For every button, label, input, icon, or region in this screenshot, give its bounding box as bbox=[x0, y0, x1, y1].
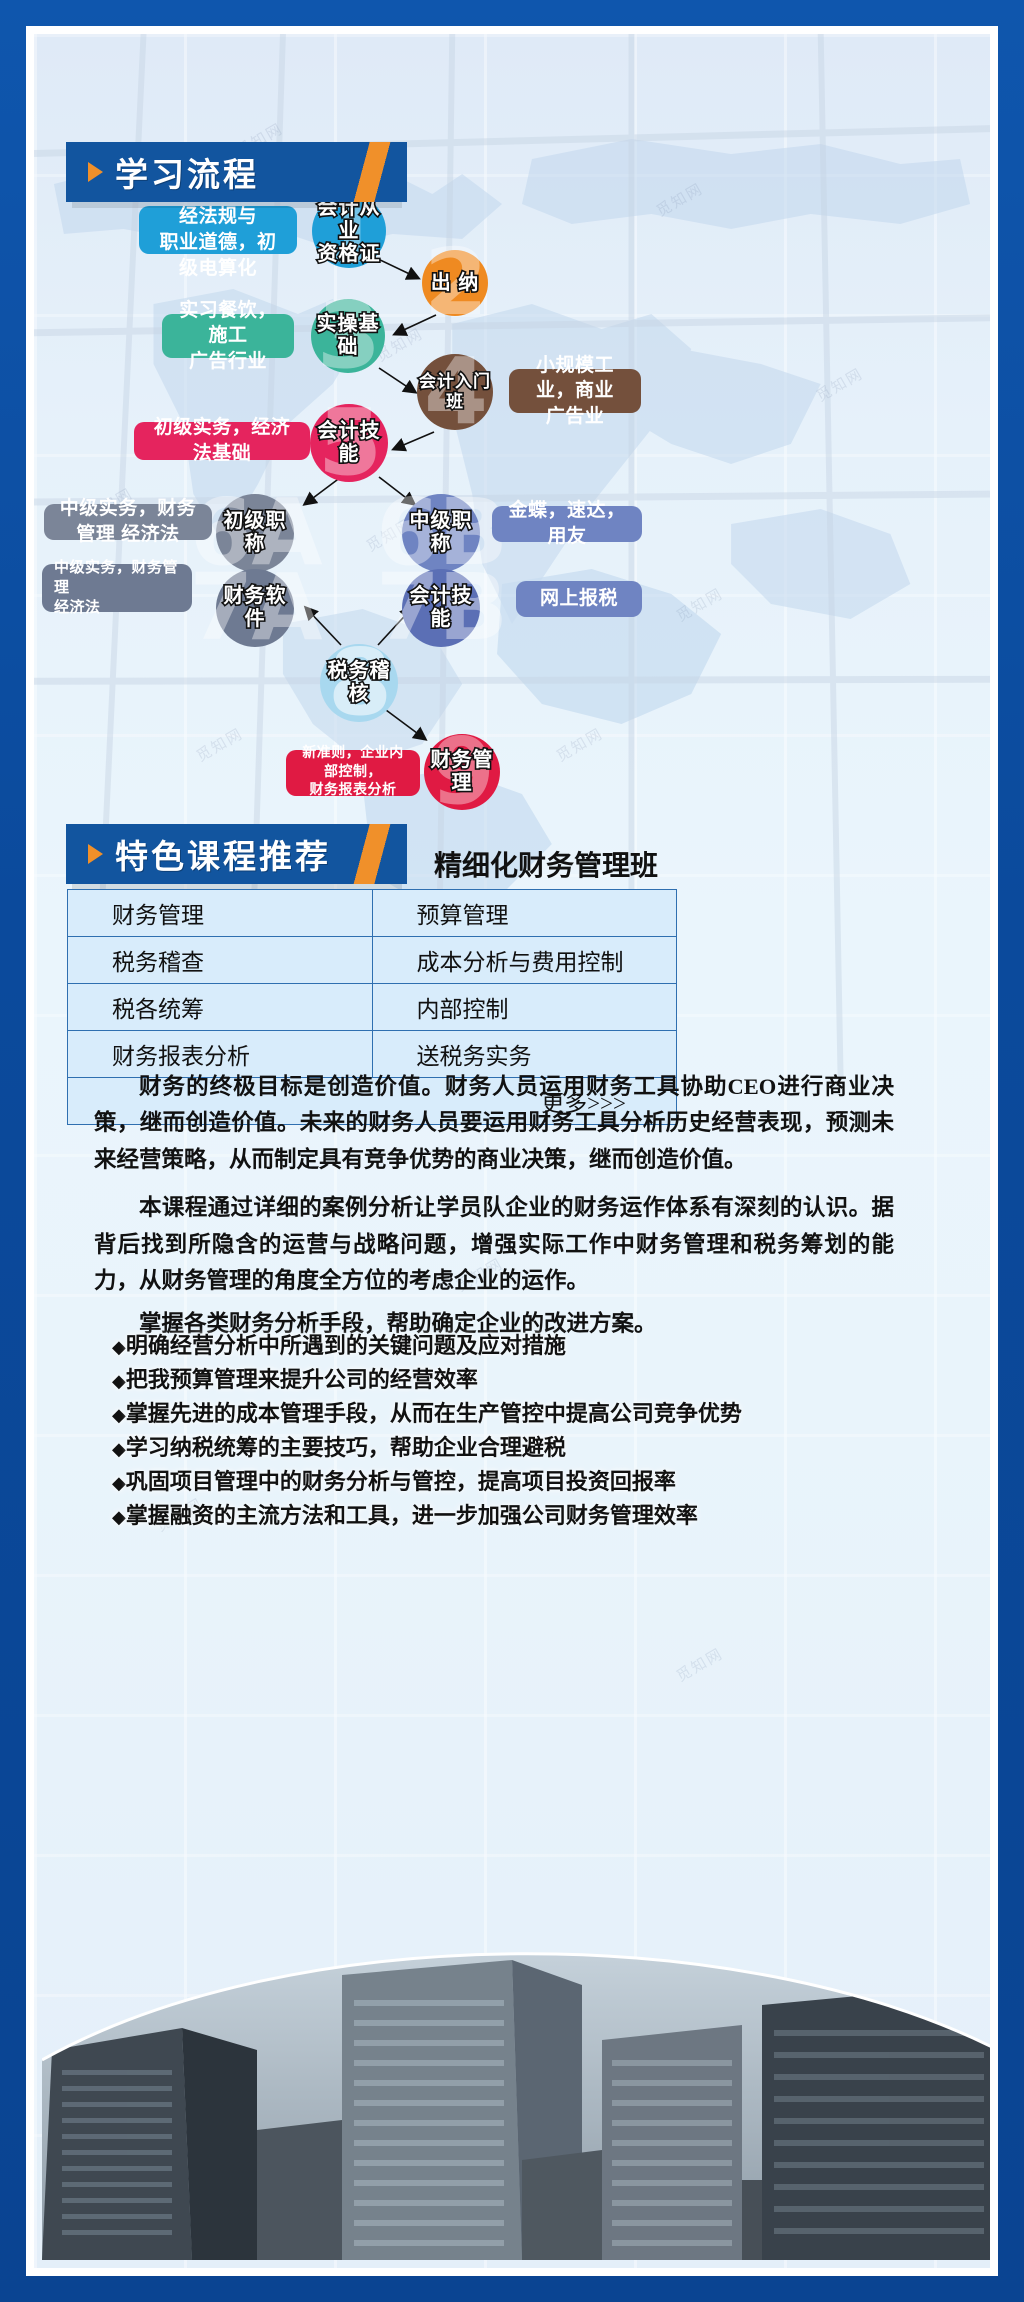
flow-node-number: 7B bbox=[375, 554, 508, 661]
list-item: ◆明确经营分析中所遇到的关键问题及应对措施 bbox=[112, 1329, 942, 1363]
flow-node-3[interactable]: 3 实操基础 bbox=[311, 282, 385, 389]
list-item-label: 掌握先进的成本管理手段，从而在生产管控中提高公司竞争优势 bbox=[125, 1401, 742, 1427]
body-paragraph: 本课程通过详细的案例分析让学员队企业的财务运作体系有深刻的认识。据背后找到所隐含… bbox=[94, 1195, 894, 1294]
play-triangle-icon bbox=[88, 162, 103, 182]
flow-tag-5: 初级实务，经济法基础 bbox=[134, 417, 310, 464]
list-item: ◆掌握融资的主流方法和工具，进一步加强公司财务管理效率 bbox=[112, 1499, 942, 1533]
section-title-text: 特色课程推荐 bbox=[115, 838, 331, 875]
section-header-study-flow: 学习流程 bbox=[66, 142, 407, 202]
table-cell: 财务管理 bbox=[67, 889, 373, 937]
city-skyline-photo bbox=[42, 1952, 990, 2260]
flow-tag-6b: 中级实务，财务管理经济法 bbox=[42, 560, 192, 616]
section-title-text: 学习流程 bbox=[115, 156, 259, 193]
ribbon-shadow bbox=[72, 884, 402, 890]
flow-node-label: 初级职称 bbox=[222, 508, 287, 556]
flow-tag-7a: 金蝶，速达，用友 bbox=[492, 500, 642, 547]
table-row: 财务报表分析 送税务实务 bbox=[67, 1030, 677, 1078]
flow-tag-4: 小规模工业，商业广告业 bbox=[509, 355, 641, 427]
table-row: 税各统筹 内部控制 bbox=[67, 983, 677, 1031]
flow-node-5[interactable]: 5 会计技能 bbox=[310, 389, 388, 496]
flow-tag-9: 新准则，企业内部控制，财务报表分析 bbox=[286, 746, 420, 798]
flow-node-label: 出 纳 bbox=[429, 270, 480, 295]
diamond-bullet-icon: ◆ bbox=[112, 1405, 126, 1426]
table-cell: 送税务实务 bbox=[371, 1030, 677, 1078]
diamond-bullet-icon: ◆ bbox=[112, 1371, 126, 1392]
section-header-featured-courses: 特色课程推荐 bbox=[66, 824, 407, 884]
poster-board-inner: 觅知网 觅知网 觅知网 觅知网 觅知网 觅知网 觅知网 觅知网 觅知网 觅知网 … bbox=[34, 34, 990, 2268]
table-cell: 预算管理 bbox=[371, 889, 677, 937]
flow-node-6b[interactable]: 7A 财务软件 bbox=[189, 554, 322, 661]
flow-tag-3: 实习餐饮，施工广告行业 bbox=[162, 300, 294, 372]
flow-node-7b[interactable]: 7B 会计技能 bbox=[375, 554, 508, 661]
flow-node-label: 实操基础 bbox=[315, 311, 380, 359]
flow-node-9[interactable]: 9 财务管理 bbox=[424, 718, 500, 825]
diamond-bullet-icon: ◆ bbox=[112, 1439, 126, 1460]
table-row: 税务稽查 成本分析与费用控制 bbox=[67, 936, 677, 984]
flow-node-label: 财务软件 bbox=[222, 583, 287, 631]
flow-node-number: 8 bbox=[327, 629, 392, 736]
flow-node-label: 中级职称 bbox=[408, 508, 473, 556]
list-item-label: 把我预算管理来提升公司的经营效率 bbox=[125, 1367, 478, 1393]
flow-node-4[interactable]: 4 会计入门班 bbox=[417, 338, 493, 445]
table-row: 财务管理 预算管理 bbox=[67, 889, 677, 937]
table-row-more: 更多>>> bbox=[67, 1077, 677, 1125]
flow-node-label: 财务管理 bbox=[429, 747, 494, 795]
ribbon-slash-decoration bbox=[337, 142, 407, 202]
table-cell: 税务稽查 bbox=[67, 936, 373, 984]
list-item-label: 明确经营分析中所遇到的关键问题及应对措施 bbox=[125, 1333, 566, 1358]
flow-node-number: 2 bbox=[423, 229, 488, 336]
flow-node-number: 3 bbox=[316, 282, 381, 389]
flow-node-label: 会计技能 bbox=[316, 418, 381, 466]
more-link[interactable]: 更多>>> bbox=[67, 1077, 677, 1125]
diamond-bullet-icon: ◆ bbox=[112, 1473, 126, 1494]
list-item: ◆巩固项目管理中的财务分析与管控，提高项目投资回报率 bbox=[112, 1465, 942, 1499]
poster-board: 觅知网 觅知网 觅知网 觅知网 觅知网 觅知网 觅知网 觅知网 觅知网 觅知网 … bbox=[26, 26, 998, 2276]
flow-node-number: 9 bbox=[430, 718, 495, 825]
flow-node-number: 7A bbox=[189, 554, 322, 661]
list-item-label: 掌握融资的主流方法和工具，进一步加强公司财务管理效率 bbox=[125, 1503, 698, 1529]
body-paragraph: 掌握各类财务分析手段，帮助确定企业的改进方案。 bbox=[139, 1310, 657, 1336]
flow-node-label: 会计技能 bbox=[408, 583, 473, 631]
body-copy: 财务的终极目标是创造价值。财务人员运用财务工具协助CEO进行商业决策，继而创造价… bbox=[94, 1069, 894, 1344]
flow-tag-1: 会计基础，财经法规与职业道德，初级电算化 bbox=[139, 181, 297, 279]
flow-node-label: 税务稽核 bbox=[326, 658, 391, 706]
table-cell: 内部控制 bbox=[371, 983, 677, 1031]
flow-tag-6a: 中级实务，财务管理 经济法 bbox=[44, 498, 212, 545]
body-paragraph: 财务的终极目标是创造价值。财务人员运用财务工具协助CEO进行商业决策，继而创造价… bbox=[94, 1074, 894, 1172]
table-cell: 成本分析与费用控制 bbox=[371, 936, 677, 984]
course-table-title: 精细化财务管理班 bbox=[434, 851, 659, 882]
flow-node-label: 会计入门班 bbox=[417, 371, 491, 413]
flow-tag-7b: 网上报税 bbox=[516, 581, 642, 617]
flow-connectors bbox=[302, 258, 437, 741]
body-bullet-list: ◆明确经营分析中所遇到的关键问题及应对措施 ◆把我预算管理来提升公司的经营效率 … bbox=[112, 1329, 942, 1534]
table-cell: 财务报表分析 bbox=[67, 1030, 373, 1078]
ribbon-shadow bbox=[72, 202, 402, 208]
flow-node-8[interactable]: 8 税务稽核 bbox=[320, 629, 398, 736]
list-item-label: 学习纳税统筹的主要技巧，帮助企业合理避税 bbox=[125, 1435, 566, 1461]
play-triangle-icon bbox=[88, 844, 103, 864]
ribbon-slash-decoration bbox=[337, 824, 407, 884]
diamond-bullet-icon: ◆ bbox=[112, 1337, 126, 1357]
flow-node-2[interactable]: 2 出 纳 bbox=[422, 229, 488, 336]
list-item: ◆把我预算管理来提升公司的经营效率 bbox=[112, 1363, 942, 1397]
list-item-label: 巩固项目管理中的财务分析与管控，提高项目投资回报率 bbox=[125, 1469, 676, 1495]
flow-node-number: 4 bbox=[423, 338, 488, 445]
flow-node-number: 5 bbox=[317, 389, 382, 496]
list-item: ◆掌握先进的成本管理手段，从而在生产管控中提高公司竞争优势 bbox=[112, 1397, 942, 1431]
course-table: 财务管理 预算管理 税务稽查 成本分析与费用控制 税各统筹 内部控制 财务报表分… bbox=[67, 889, 677, 1125]
table-cell: 税各统筹 bbox=[67, 983, 373, 1031]
list-item: ◆学习纳税统筹的主要技巧，帮助企业合理避税 bbox=[112, 1431, 942, 1465]
course-table-body: 财务管理 预算管理 税务稽查 成本分析与费用控制 税各统筹 内部控制 财务报表分… bbox=[67, 889, 677, 1125]
diamond-bullet-icon: ◆ bbox=[112, 1507, 126, 1528]
